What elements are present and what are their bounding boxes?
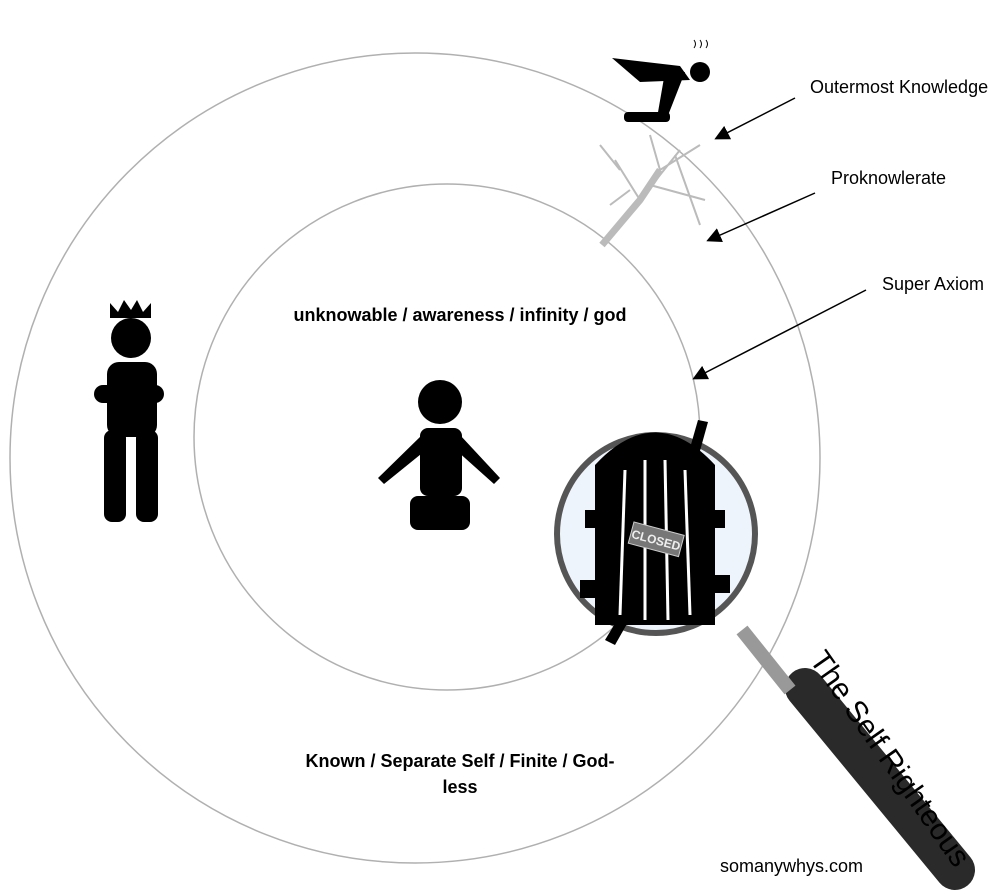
king-figure-icon [94, 300, 164, 522]
outer-circle [9, 52, 821, 864]
watermark: somanywhys.com [720, 856, 864, 876]
bowing-figure-icon [612, 39, 710, 122]
inner-circle-text: unknowable / awareness / infinity / god [293, 305, 627, 325]
label-super-axiom: Super Axiom [882, 274, 985, 294]
magnifier-icon: CLOSED [554, 420, 975, 890]
arrow-outermost [714, 97, 796, 140]
arrow-proknowlerate [706, 192, 816, 242]
tree-icon [599, 134, 706, 248]
arrow-super-axiom [692, 289, 867, 380]
outer-circle-text: Known / Separate Self / Finite / God-les… [305, 751, 615, 797]
label-outermost-knowledge: Outermost Knowledge [810, 77, 989, 97]
kneeling-figure-icon [378, 380, 500, 530]
label-proknowlerate: Proknowlerate [831, 168, 947, 188]
